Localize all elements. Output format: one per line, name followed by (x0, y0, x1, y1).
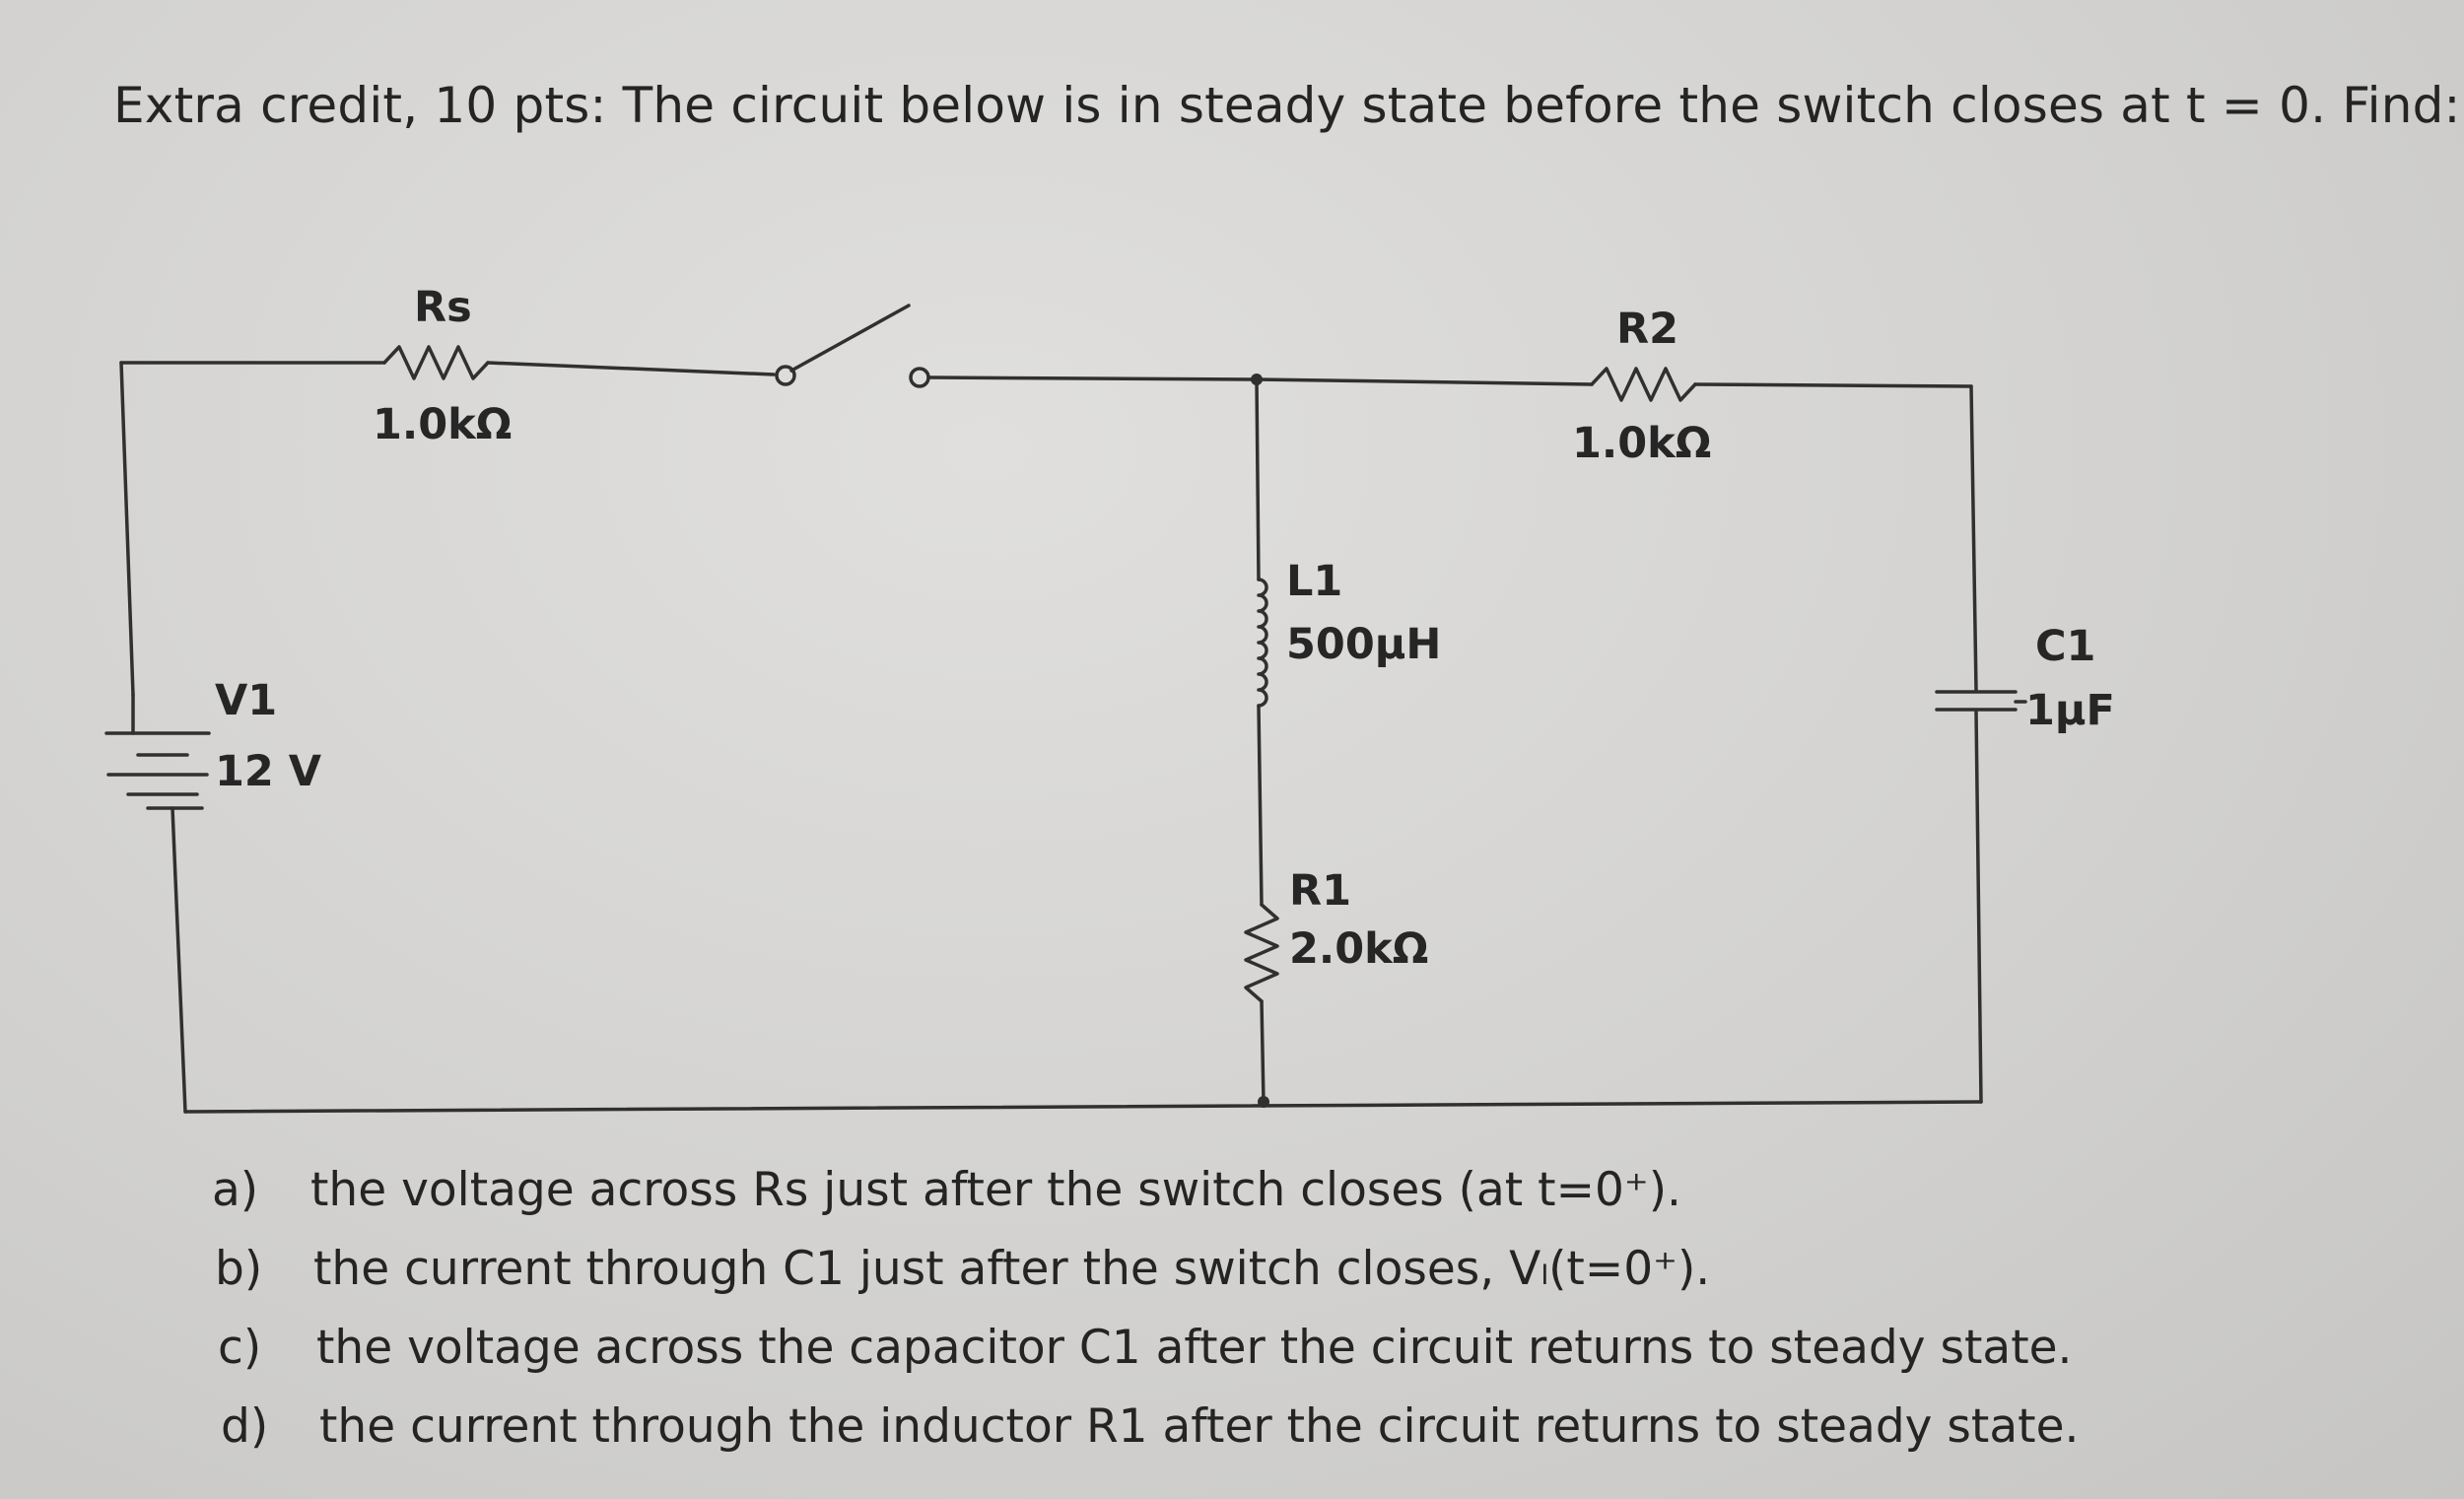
question-a: a) the voltage across Rs just after the s… (212, 1163, 1681, 1217)
wire-bottom (183, 1100, 1983, 1114)
v1-name-label: V1 (215, 676, 277, 725)
r2-value-label: 1.0kΩ (1572, 419, 1711, 468)
question-text: the voltage across the capacitor C1 afte… (316, 1321, 2073, 1375)
question-text: the current through the inductor R1 afte… (319, 1399, 2080, 1454)
question-text: the current through C1 just after the sw… (313, 1242, 1711, 1296)
question-letter: c) (218, 1321, 262, 1375)
wire-r2-to-corner (1693, 382, 1973, 388)
wire-middle-upper (1255, 377, 1261, 581)
wire-left-lower (171, 806, 187, 1114)
wire-switch-to-node (926, 375, 1259, 381)
c1-name-label: C1 (2035, 622, 2095, 671)
wire-middle-mid (1257, 704, 1264, 907)
switch-terminal-left (775, 365, 796, 386)
r2-name-label: R2 (1616, 305, 1678, 354)
l1-value-label: 500µH (1286, 620, 1441, 669)
rs-resistor-symbol (382, 345, 490, 380)
question-c: c) the voltage across the capacitor C1 af… (218, 1321, 2073, 1375)
switch-terminal-right (909, 367, 930, 388)
r1-name-label: R1 (1289, 866, 1351, 916)
c1-value-label: 1µF (2025, 686, 2115, 735)
l1-inductor-symbol (1257, 578, 1268, 708)
r2-resistor-symbol (1590, 367, 1697, 402)
v1-value-label: 12 V (215, 747, 322, 796)
wire-left-upper (119, 361, 135, 697)
r1-value-label: 2.0kΩ (1289, 924, 1428, 974)
rs-name-label: Rs (414, 283, 472, 332)
question-letter: d) (221, 1399, 269, 1454)
rs-value-label: 1.0kΩ (373, 400, 512, 449)
wire-right-upper (1969, 384, 1978, 692)
wire-middle-lower (1260, 999, 1266, 1104)
wire-right-lower (1974, 710, 1983, 1104)
switch-blade (789, 304, 911, 373)
question-letter: a) (212, 1163, 259, 1217)
question-d: d) the current through the inductor R1 af… (221, 1399, 2079, 1454)
r1-resistor-symbol (1244, 903, 1279, 1003)
question-text: the voltage across Rs just after the swi… (310, 1163, 1681, 1217)
l1-name-label: L1 (1286, 557, 1342, 606)
question-b: b) the current through C1 just after the … (215, 1242, 1710, 1296)
question-letter: b) (215, 1242, 263, 1296)
wire-node-to-r2 (1255, 377, 1594, 386)
problem-statement: Extra credit, 10 pts: The circuit below … (113, 77, 2461, 134)
wire-rs-to-switch (486, 361, 776, 376)
